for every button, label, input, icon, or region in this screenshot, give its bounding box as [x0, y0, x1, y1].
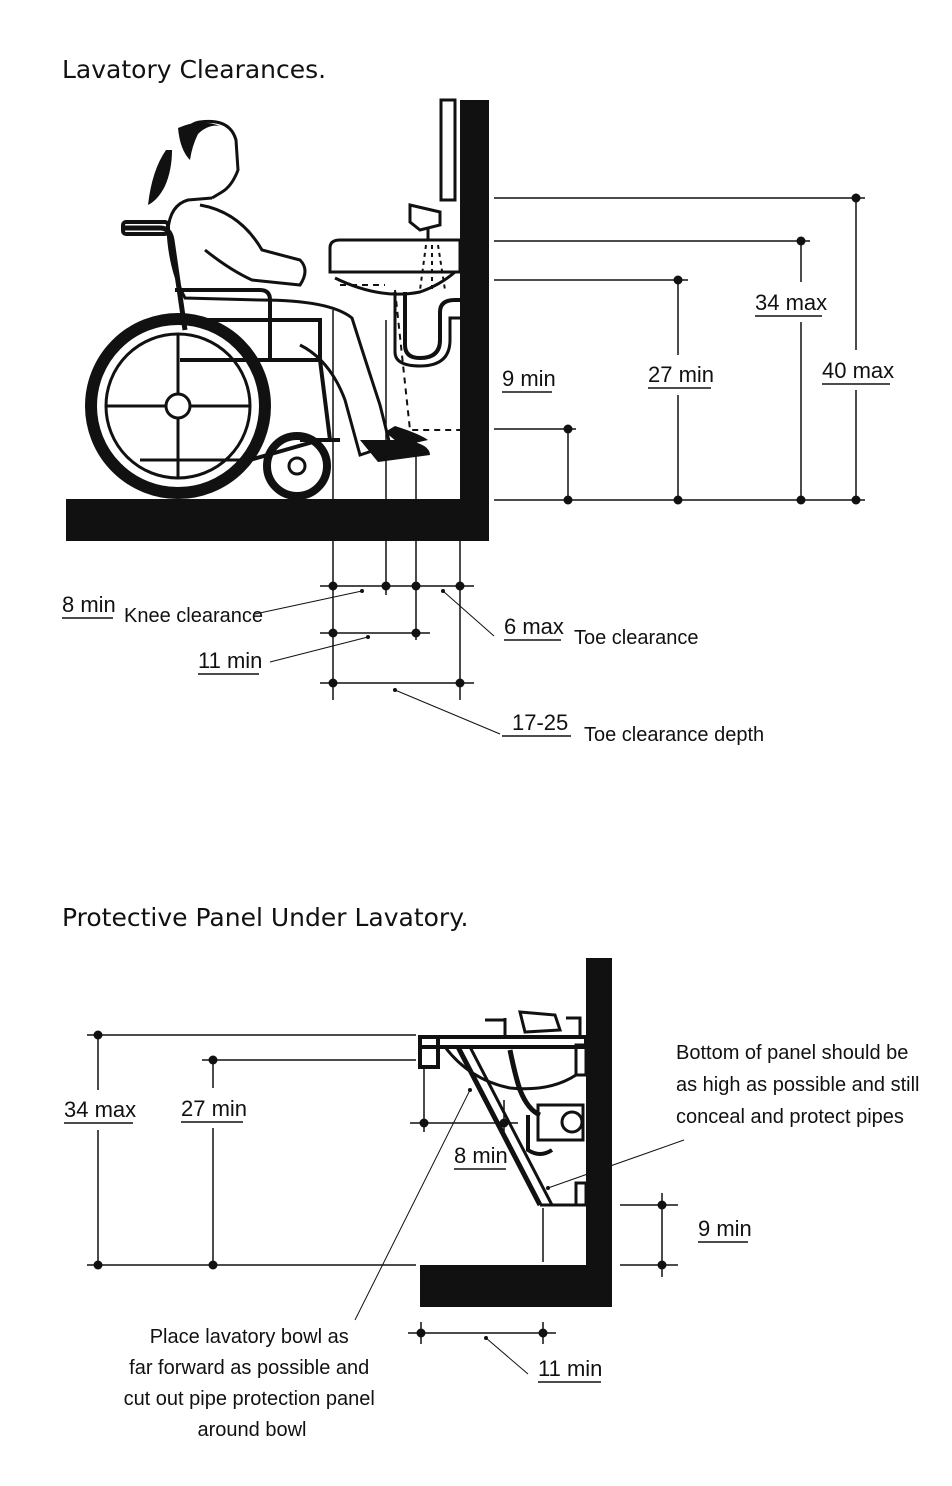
top-diagram-title: Lavatory Clearances. [62, 55, 327, 84]
dim-8-min-bottom: 8 min [454, 1143, 508, 1168]
note-bowl-line-2: far forward as possible and [129, 1357, 369, 1379]
note-panel-line-2: as high as possible and still [676, 1074, 919, 1096]
floor-slab-bottom [420, 1265, 612, 1307]
label-toe-clearance-depth: Toe clearance depth [584, 724, 764, 746]
note-panel-line-1: Bottom of panel should be [676, 1042, 908, 1064]
wall-bottom [586, 958, 612, 1307]
dim-9-min: 9 min [502, 366, 556, 391]
note-bowl-line-4: around bowl [198, 1419, 307, 1441]
bottom-diagram: 34 max 27 min 8 min 9 min 11 min [60, 958, 925, 1441]
wall [460, 100, 489, 541]
label-knee-clearance: Knee clearance [124, 605, 263, 627]
floor-slab [66, 499, 489, 541]
note-panel-line-3: conceal and protect pipes [676, 1106, 904, 1128]
note-bowl-line-3: cut out pipe protection panel [124, 1388, 375, 1410]
lavatory-sink [328, 203, 462, 431]
dim-40-max: 40 max [822, 358, 894, 383]
note-panel: Bottom of panel should be as high as pos… [676, 1042, 925, 1128]
dim-34-max: 34 max [755, 290, 827, 315]
note-bowl: Place lavatory bowl as far forward as po… [124, 1326, 381, 1441]
bottom-diagram-title: Protective Panel Under Lavatory. [62, 903, 469, 932]
dim-27-min-bottom: 27 min [181, 1096, 247, 1121]
dim-11-min-bottom: 11 min [538, 1356, 602, 1381]
dim-34-max-bottom: 34 max [64, 1097, 136, 1122]
dim-6-max: 6 max [504, 614, 564, 639]
dim-11-min: 11 min [198, 648, 262, 673]
top-diagram: 40 max 34 max 27 min 9 min 8 min Knee cl… [62, 98, 897, 746]
seated-person [148, 119, 430, 462]
dim-27-min: 27 min [648, 362, 714, 387]
dim-17-25: 17-25 [512, 710, 568, 735]
wheelchair [85, 220, 340, 500]
note-bowl-line-1: Place lavatory bowl as [150, 1326, 349, 1348]
dim-8-min: 8 min [62, 592, 116, 617]
mirror [439, 98, 457, 202]
dim-9-min-bottom: 9 min [698, 1216, 752, 1241]
label-toe-clearance: Toe clearance [574, 627, 699, 649]
